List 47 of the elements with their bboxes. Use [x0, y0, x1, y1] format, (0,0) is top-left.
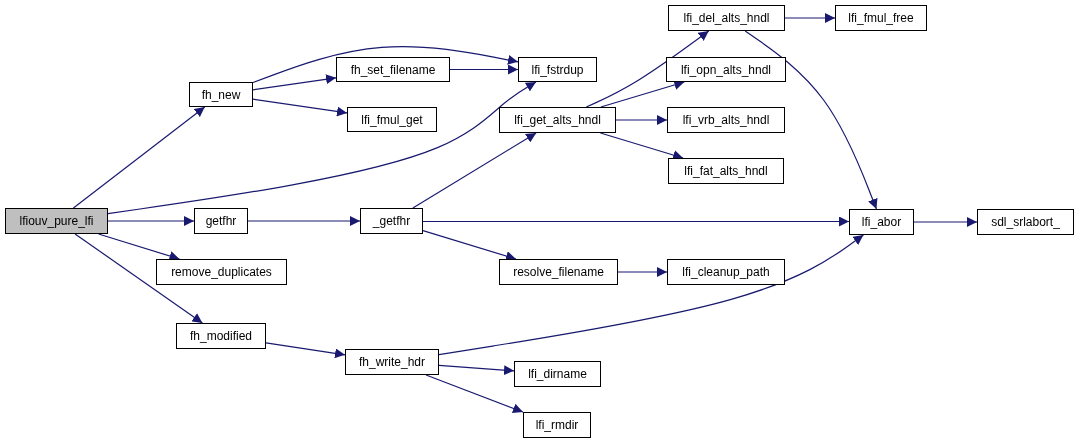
function-box: remove_duplicates — [156, 259, 287, 285]
arrow — [252, 74, 337, 91]
function-box: lfi_fat_alts_hndl — [668, 158, 784, 184]
function-box: fh_new — [189, 82, 253, 107]
function-box: lfiouv_pure_lfi — [5, 208, 108, 234]
function-box: lfi_vrb_alts_hndl — [667, 107, 785, 133]
arrow — [412, 132, 537, 209]
arrow — [74, 233, 203, 324]
arrow — [600, 80, 685, 108]
function-box: fh_write_hdr — [345, 349, 439, 375]
function-box: getfhr — [194, 208, 248, 234]
function-box: lfi_cleanup_path — [667, 259, 785, 285]
function-box: fh_set_filename — [336, 57, 450, 82]
arrow — [425, 374, 524, 414]
function-box: lfi_rmdir — [523, 412, 591, 438]
arrow — [617, 267, 668, 277]
arrow — [422, 230, 517, 261]
function-box: fh_modified — [176, 323, 266, 349]
function-box: lfi_abor — [849, 209, 914, 235]
function-box: lfi_del_alts_hndl — [668, 5, 785, 31]
arrow — [913, 217, 978, 227]
function-box: lfi_dirname — [514, 361, 601, 387]
function-box: lfi_fstrdup — [518, 57, 597, 82]
arrow — [265, 342, 346, 359]
arrow — [97, 233, 181, 261]
arrow — [449, 64, 519, 75]
function-box: lfi_opn_alts_hndl — [666, 57, 786, 82]
function-box: lfi_fmul_get — [347, 107, 437, 132]
arrow — [422, 216, 850, 227]
arrow — [252, 46, 519, 84]
arrow — [784, 13, 836, 23]
function-box: resolve_filename — [499, 259, 618, 285]
arrow — [744, 30, 878, 210]
function-box: lfi_get_alts_hndl — [499, 107, 616, 133]
arrow — [72, 106, 206, 209]
arrow — [107, 81, 537, 215]
function-box: lfi_fmul_free — [835, 5, 927, 31]
arrow — [615, 115, 668, 125]
arrow — [438, 364, 515, 376]
arrow — [599, 132, 684, 160]
arrow — [438, 234, 864, 356]
arrow — [107, 216, 195, 226]
function-box: sdl_srlabort_ — [977, 209, 1074, 235]
arrow — [252, 98, 348, 117]
function-box: _getfhr — [360, 208, 423, 234]
arrow — [585, 30, 710, 108]
arrow — [247, 216, 361, 226]
